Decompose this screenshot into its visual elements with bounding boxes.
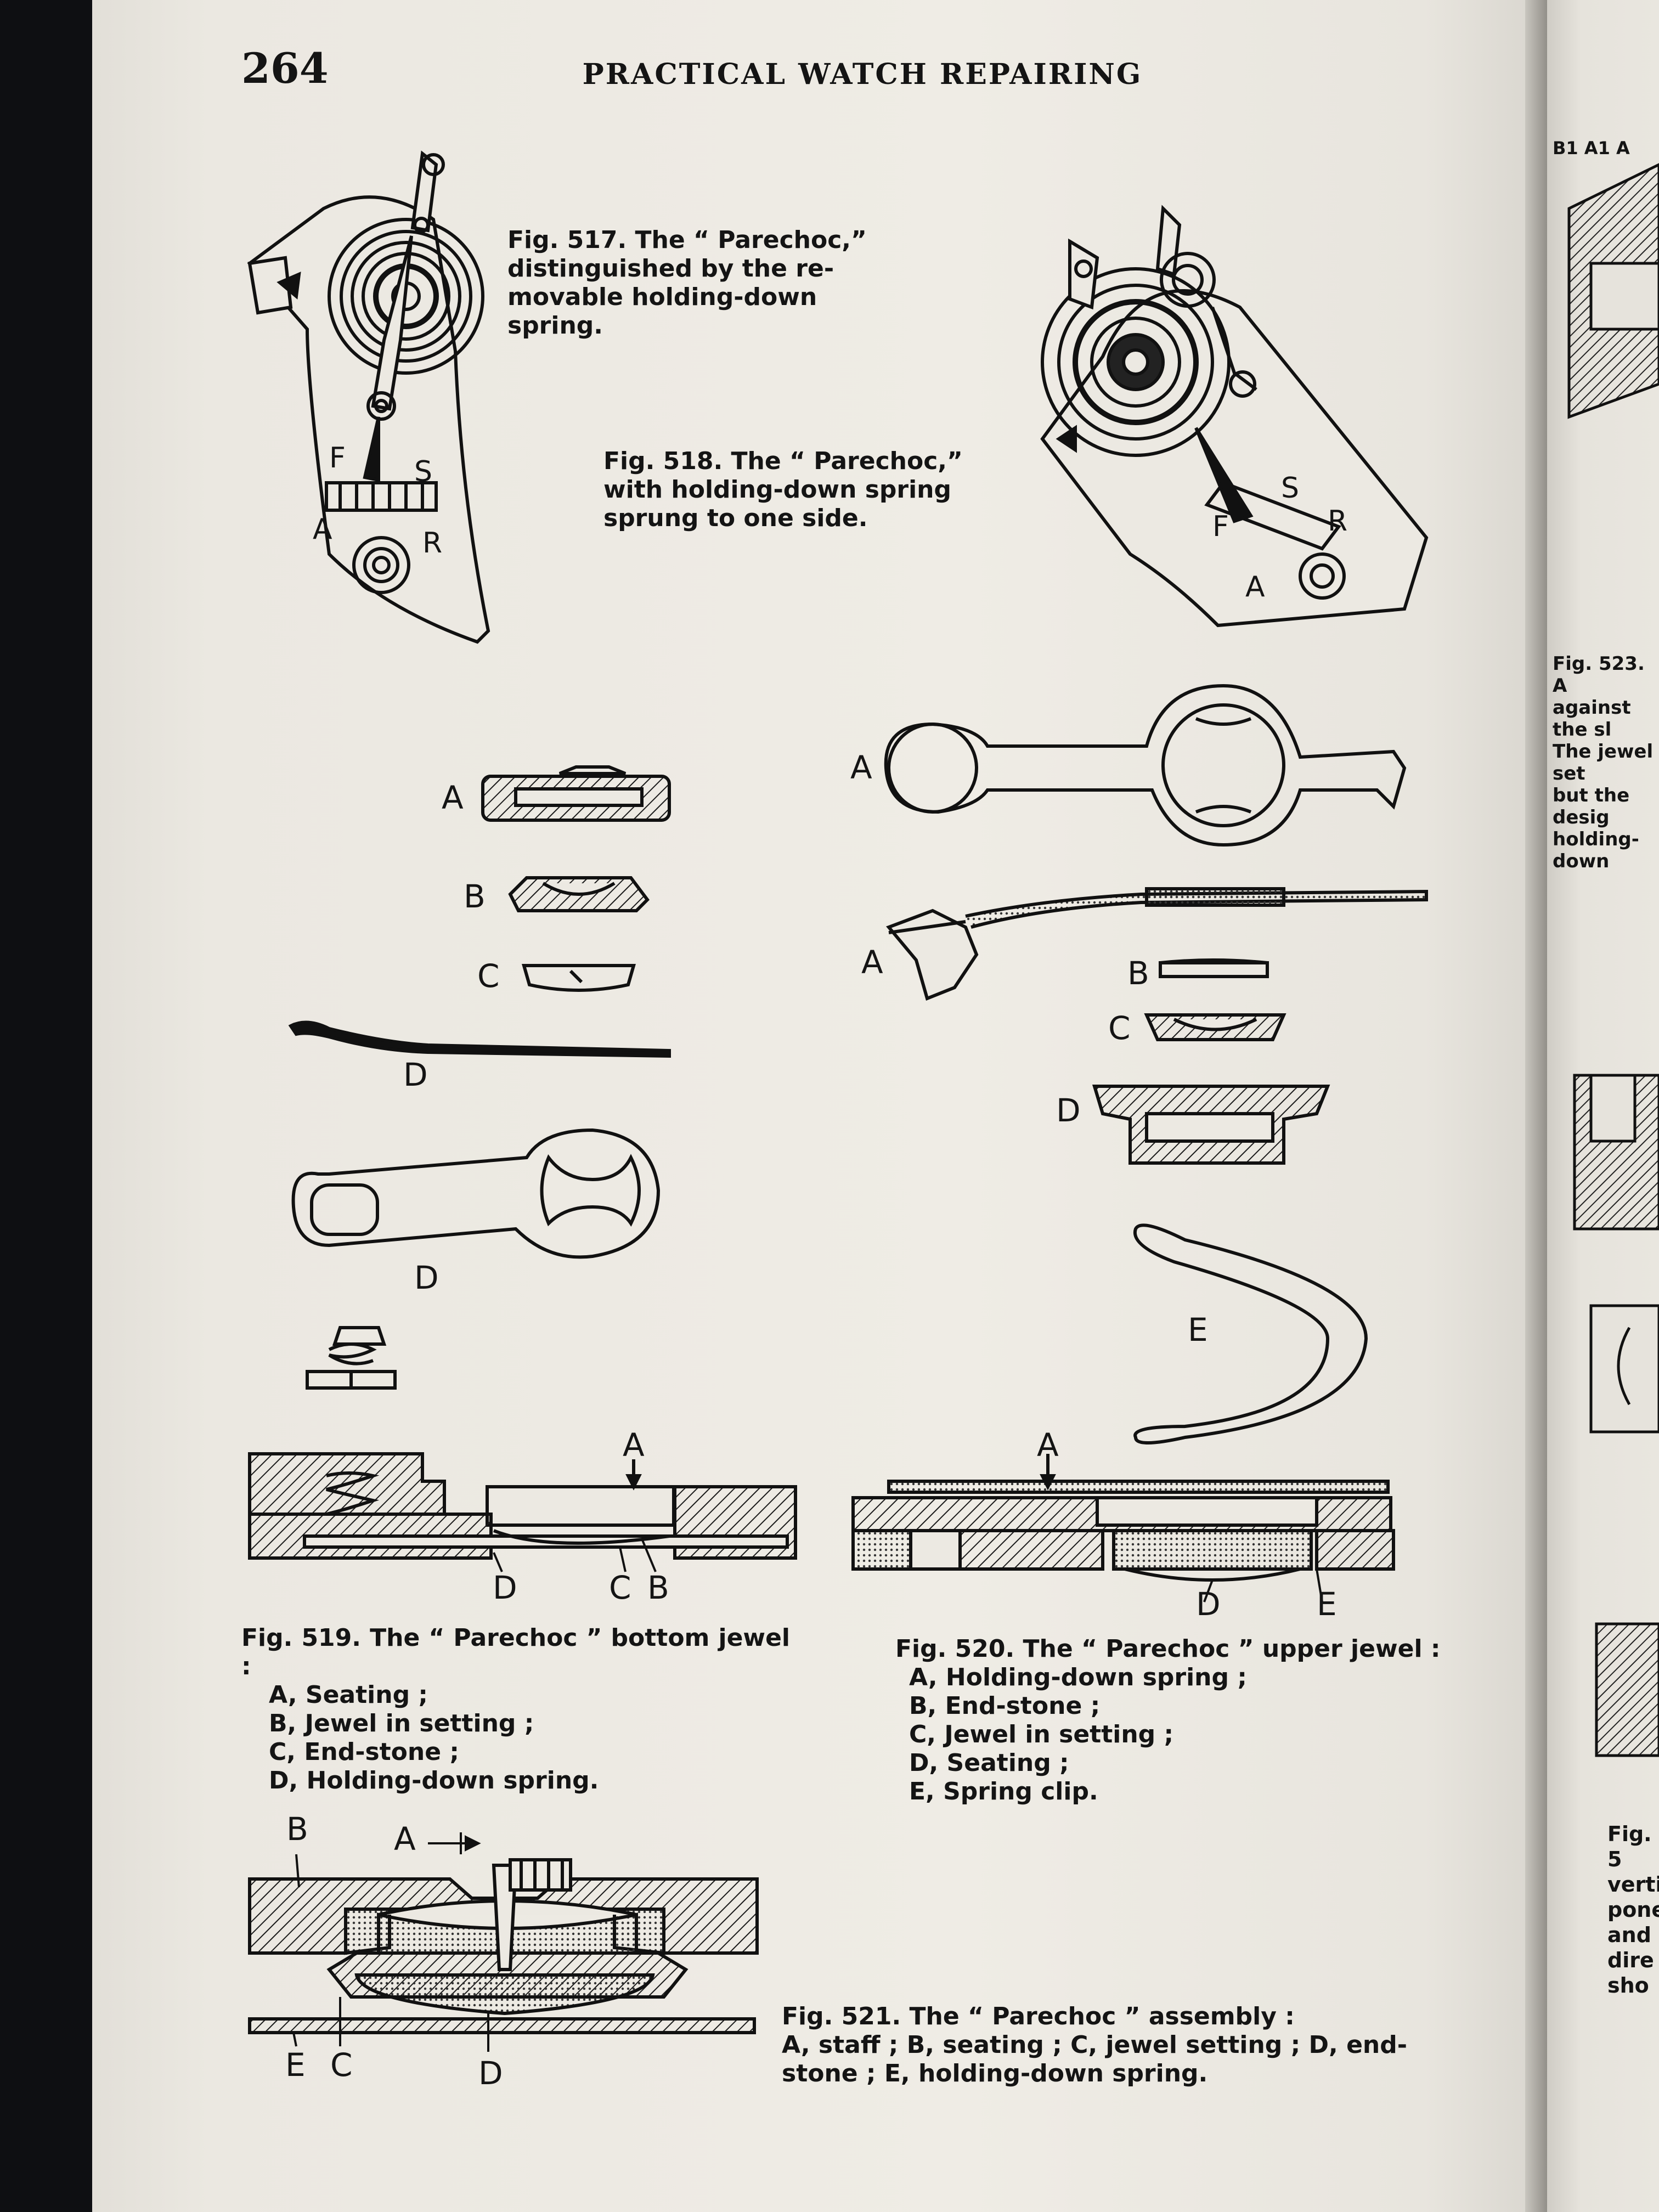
- fig518-label-r: R: [1328, 505, 1348, 538]
- fig518-label-a: A: [1245, 571, 1265, 603]
- adjacent-top-labels: B1 A1 A: [1553, 138, 1630, 159]
- running-title: PRACTICAL WATCH REPAIRING: [582, 58, 1143, 91]
- adjacent-fig523-caption: Fig. 523. A against the sl The jewel set…: [1553, 653, 1654, 872]
- fig517-label-f: F: [329, 442, 346, 475]
- fig520-item-d: D, Seating ;: [909, 1749, 1069, 1777]
- fig520-item-e: E, Spring clip.: [909, 1778, 1098, 1805]
- fig517-label-a: A: [313, 513, 332, 546]
- fig520-part-label-a1: A: [850, 749, 872, 786]
- fig520-part-label-e: E: [1188, 1311, 1208, 1348]
- adjacent-page: B1 A1 A Fig. 523. A against the sl The j…: [1547, 0, 1659, 2212]
- fig519-section-label-a: A: [623, 1426, 645, 1464]
- fig519-item-b: B, Jewel in setting ;: [269, 1709, 534, 1737]
- fig517-label-s: S: [414, 455, 433, 488]
- fig520-part-label-c: C: [1108, 1009, 1131, 1047]
- fig520-section-label-e: E: [1317, 1585, 1337, 1623]
- fig517-label-r: R: [422, 527, 443, 560]
- fig519-part-label-b: B: [464, 878, 486, 915]
- fig517-bridge: [247, 150, 490, 644]
- fig519-section-label-c: C: [609, 1569, 631, 1606]
- fig520-item-c: C, Jewel in setting ;: [909, 1720, 1174, 1748]
- fig521-label-a: A: [394, 1820, 416, 1858]
- fig521-label-e: E: [285, 2046, 306, 2084]
- fig521-label-d: D: [478, 2055, 503, 2092]
- fig520-section: [851, 1454, 1395, 1602]
- fig519-part-label-c: C: [477, 957, 500, 995]
- adjacent-page-diagrams: [1567, 163, 1659, 1757]
- fig520-item-b: B, End-stone ;: [909, 1692, 1101, 1720]
- fig520-caption-title: Fig. 520. The “ Parechoc ” upper jewel :: [895, 1635, 1441, 1663]
- fig520-item-a: A, Holding-down spring ;: [909, 1663, 1247, 1691]
- fig518-label-s: S: [1281, 472, 1300, 505]
- fig518-drawing: [1040, 205, 1429, 628]
- fig520-caption: Fig. 520. The “ Parechoc ” upper jewel :…: [895, 1635, 1471, 1806]
- fig520-parts: [884, 684, 1428, 1444]
- fig520-part-label-b: B: [1127, 955, 1149, 992]
- fig519-caption: Fig. 519. The “ Parechoc ” bottom jewel …: [241, 1624, 790, 1795]
- fig518-caption: Fig. 518. The “ Parechoc,” with holding-…: [603, 447, 963, 532]
- fig521-label-b: B: [286, 1810, 308, 1848]
- fig519-section: [248, 1452, 797, 1572]
- fig521-section: [248, 1832, 759, 2052]
- fig520-part-label-a2: A: [861, 944, 883, 981]
- fig519-part-label-a: A: [442, 779, 464, 816]
- fig519-parts: [288, 765, 671, 1390]
- fig519-part-label-d2: D: [414, 1259, 439, 1296]
- fig519-section-label-d: D: [493, 1569, 517, 1606]
- fig518-label-f: F: [1212, 510, 1229, 543]
- fig521-caption: Fig. 521. The “ Parechoc ” assembly : A,…: [782, 2002, 1440, 2088]
- fig521-caption-line1: Fig. 521. The “ Parechoc ” assembly :: [782, 2002, 1295, 2030]
- fig519-item-a: A, Seating ;: [269, 1681, 428, 1709]
- fig521-caption-line3: stone ; E, holding-down spring.: [782, 2059, 1208, 2087]
- fig519-part-label-d1: D: [403, 1056, 428, 1093]
- fig519-item-c: C, End-stone ;: [269, 1738, 459, 1766]
- fig521-label-c: C: [330, 2046, 353, 2084]
- fig521-caption-line2: A, staff ; B, seating ; C, jewel setting…: [782, 2031, 1408, 2059]
- fig517-caption: Fig. 517. The “ Parechoc,” distinguished…: [507, 226, 867, 340]
- fig520-section-label-d: D: [1196, 1585, 1221, 1623]
- fig519-section-label-b: B: [647, 1569, 669, 1606]
- fig520-part-label-d: D: [1056, 1092, 1081, 1129]
- fig519-item-d: D, Holding-down spring.: [269, 1767, 599, 1795]
- page-number: 264: [241, 44, 329, 93]
- fig520-section-label-a: A: [1037, 1426, 1059, 1464]
- adjacent-fig5-caption: Fig. 5 verti pone and dire sho: [1607, 1822, 1659, 1997]
- fig519-caption-title: Fig. 519. The “ Parechoc ” bottom jewel …: [241, 1624, 790, 1680]
